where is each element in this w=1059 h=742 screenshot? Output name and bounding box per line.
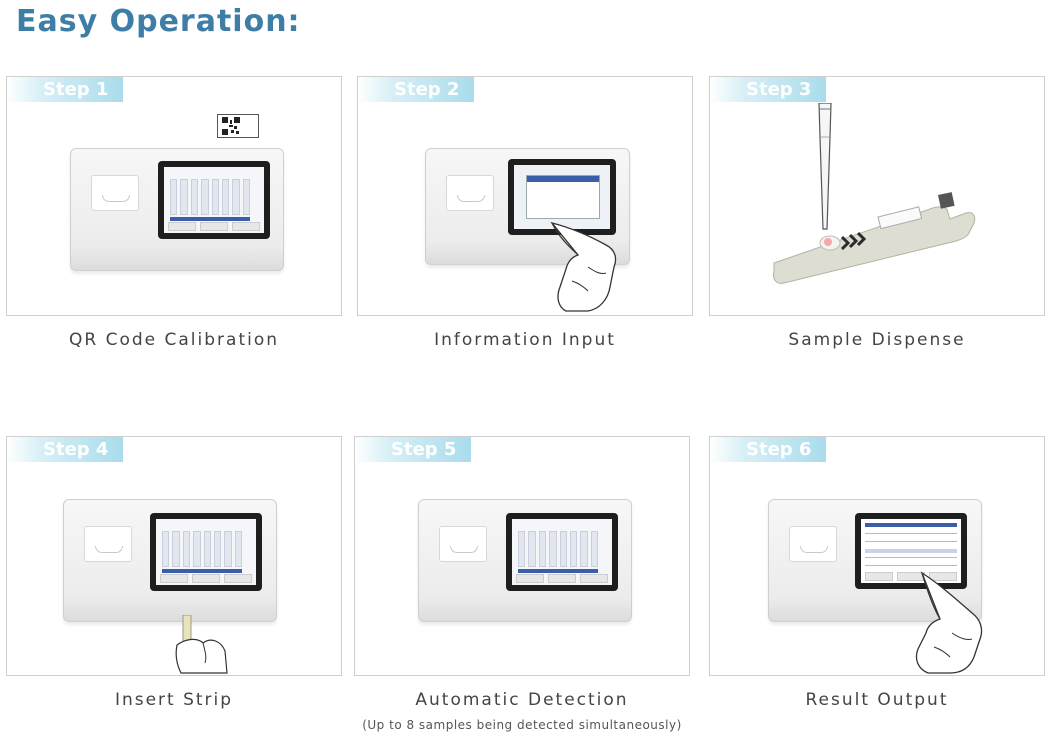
step-3-caption: Sample Dispense xyxy=(788,330,966,350)
step-4-caption: Insert Strip xyxy=(114,690,234,710)
pipette-tip-icon xyxy=(818,103,832,230)
analyzer-device xyxy=(418,499,632,622)
step-3-badge: Step 3 xyxy=(710,77,826,102)
step-3-panel: Step 3 xyxy=(709,76,1045,316)
device-screen xyxy=(508,159,616,235)
step-2-caption: Information Input xyxy=(434,330,616,350)
step-6-panel: Step 6 xyxy=(709,436,1045,676)
analyzer-device xyxy=(70,148,284,271)
device-screen xyxy=(506,513,618,591)
step-1-badge: Step 1 xyxy=(7,77,123,102)
step-4-badge: Step 4 xyxy=(7,437,123,462)
hand-icon xyxy=(550,221,617,312)
step-2-panel: Step 2 xyxy=(357,76,693,316)
step-5-caption: Automatic Detection xyxy=(415,690,629,710)
step-4-panel: Step 4 xyxy=(6,436,342,676)
input-dialog xyxy=(526,175,600,219)
step-2-badge: Step 2 xyxy=(358,77,474,102)
strip-slot xyxy=(789,526,837,562)
strip-slot xyxy=(439,526,487,562)
qr-code-icon xyxy=(222,117,240,135)
page-title: Easy Operation: xyxy=(16,4,301,39)
strip-slot xyxy=(84,526,132,562)
analyzer-device xyxy=(63,499,277,622)
step-1-panel: Step 1 xyxy=(6,76,342,316)
step-6-caption: Result Output xyxy=(805,690,949,710)
strip-slot xyxy=(446,175,494,211)
device-screen xyxy=(150,513,262,591)
step-6-badge: Step 6 xyxy=(710,437,826,462)
step-5-subcaption: (Up to 8 samples being detected simultan… xyxy=(362,718,682,732)
step-5-panel: Step 5 xyxy=(354,436,690,676)
step-1-caption: QR Code Calibration xyxy=(68,330,280,350)
strip-slot xyxy=(91,175,139,211)
device-screen xyxy=(158,161,270,239)
device-screen xyxy=(855,513,967,589)
hand-holding-strip-icon xyxy=(175,615,228,674)
qr-code-card xyxy=(217,114,259,138)
step-5-badge: Step 5 xyxy=(355,437,471,462)
analyzer-device xyxy=(768,499,982,622)
hand-icon xyxy=(915,571,983,674)
test-strip-icon xyxy=(773,192,976,284)
